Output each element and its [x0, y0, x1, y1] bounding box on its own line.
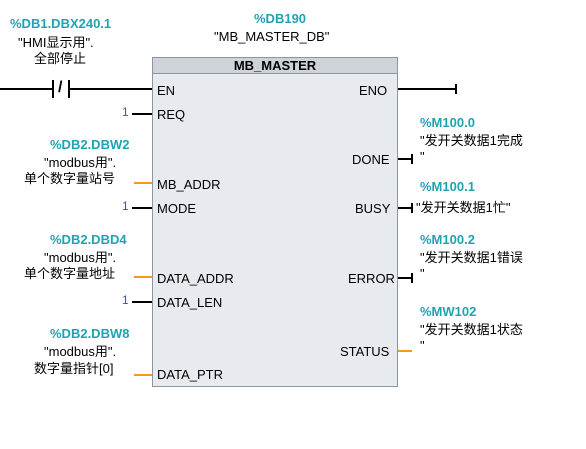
status-wire — [398, 350, 412, 352]
done-comment: "发开关数据1完成 — [420, 133, 523, 148]
done-wire — [398, 158, 412, 160]
en-wire — [70, 88, 152, 90]
busy-wire — [398, 207, 412, 209]
eno-wire — [398, 88, 456, 90]
normally-closed-contact[interactable]: / — [58, 79, 63, 96]
error-comment-2: " — [420, 266, 425, 281]
instance-db-name: "MB_MASTER_DB" — [214, 29, 330, 44]
mb-addr-operand-tag: %DB2.DBW2 — [50, 137, 130, 152]
pin-done: DONE — [352, 152, 390, 167]
data-addr-comment: "modbus用". — [44, 250, 117, 265]
status-comment: "发开关数据1状态 — [420, 322, 523, 337]
req-wire — [132, 113, 152, 115]
data-addr-wire — [134, 276, 152, 278]
pin-mb-addr: MB_ADDR — [157, 177, 221, 192]
error-operand-tag: %M100.2 — [420, 232, 475, 247]
mode-wire — [132, 207, 152, 209]
data-len-constant[interactable]: 1 — [122, 293, 129, 307]
pin-data-len: DATA_LEN — [157, 295, 223, 310]
busy-comment: "发开关数据1忙" — [416, 200, 511, 215]
contact-right-bar — [68, 80, 70, 98]
data-ptr-wire — [134, 374, 152, 376]
status-comment-2: " — [420, 338, 425, 353]
mb-addr-comment: "modbus用". — [44, 155, 117, 170]
busy-wire-end — [411, 203, 413, 213]
pin-status: STATUS — [340, 344, 390, 359]
en-operand-comment-2: 全部停止 — [34, 51, 87, 66]
mb-master-block[interactable]: MB_MASTER — [152, 57, 398, 387]
mb-addr-comment-2: 单个数字量站号 — [24, 171, 116, 186]
error-wire-end — [411, 273, 413, 283]
req-constant[interactable]: 1 — [122, 105, 129, 119]
error-wire — [398, 277, 412, 279]
pin-error: ERROR — [348, 271, 395, 286]
data-ptr-operand-tag: %DB2.DBW8 — [50, 326, 130, 341]
done-comment-2: " — [420, 149, 425, 164]
contact-left-bar — [52, 80, 54, 98]
pin-mode: MODE — [157, 201, 196, 216]
pin-data-ptr: DATA_PTR — [157, 367, 223, 382]
pin-en: EN — [157, 83, 176, 98]
mode-constant[interactable]: 1 — [122, 199, 129, 213]
pin-req: REQ — [157, 107, 186, 122]
block-title: MB_MASTER — [153, 58, 397, 74]
data-ptr-comment: "modbus用". — [44, 344, 117, 359]
instance-db-tag: %DB190 — [254, 11, 307, 26]
data-ptr-comment-2: 数字量指针[0] — [34, 361, 114, 376]
data-len-wire — [132, 301, 152, 303]
status-operand-tag: %MW102 — [420, 304, 477, 319]
pin-eno: ENO — [359, 83, 388, 98]
en-operand-comment: "HMI显示用". — [18, 35, 94, 50]
done-operand-tag: %M100.0 — [420, 115, 475, 130]
data-addr-operand-tag: %DB2.DBD4 — [50, 232, 127, 247]
busy-operand-tag: %M100.1 — [420, 179, 475, 194]
error-comment: "发开关数据1错误 — [420, 250, 523, 265]
mb-addr-wire — [134, 182, 152, 184]
data-addr-comment-2: 单个数字量地址 — [24, 266, 116, 281]
eno-wire-end — [455, 84, 457, 94]
pin-data-addr: DATA_ADDR — [157, 271, 234, 286]
done-wire-end — [411, 154, 413, 164]
en-operand-tag: %DB1.DBX240.1 — [10, 16, 112, 31]
power-rail-wire — [0, 88, 52, 90]
pin-busy: BUSY — [355, 201, 391, 216]
